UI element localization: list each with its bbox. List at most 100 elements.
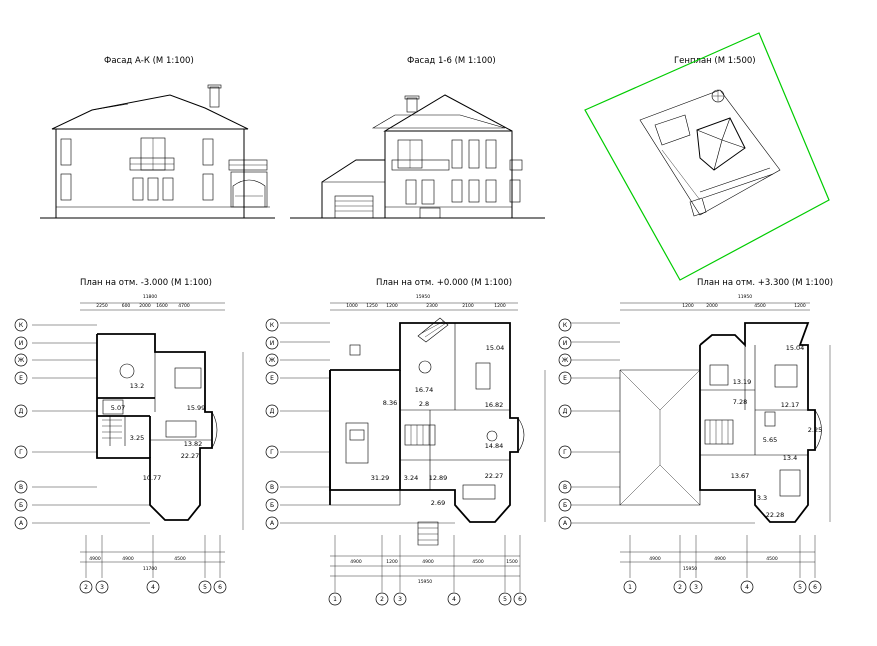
plan3-axis-left-bubble-label: И bbox=[563, 340, 568, 347]
plan3-room-area: 2.25 bbox=[808, 426, 822, 434]
plan2-axis-bottom-bubble: 1 bbox=[328, 592, 342, 606]
plan2-axis-left-bubble-label: И bbox=[270, 340, 275, 347]
plan3-axis-left-bubble-label: Г bbox=[563, 449, 567, 456]
plan2-room-area: 2.69 bbox=[431, 499, 445, 507]
plan1-dim-top: 600 bbox=[122, 303, 131, 309]
plan1-dim-top: 1600 bbox=[156, 303, 168, 309]
plan2-dim-top: 1200 bbox=[494, 303, 506, 309]
plan1-axis-left-bubble-label: Г bbox=[19, 449, 23, 456]
plan3-room-area: 13.19 bbox=[733, 378, 752, 386]
plan1-room-area: 15.99 bbox=[187, 404, 206, 412]
plan3-axis-left-bubble-label: К bbox=[563, 322, 568, 329]
plan2-axis-left-bubble: А bbox=[265, 516, 279, 530]
plan1-axis-bottom-bubble: 3 bbox=[95, 580, 109, 594]
plan1-axis-left-bubble-label: В bbox=[19, 484, 23, 491]
plan2-room-area: 22.27 bbox=[485, 472, 504, 480]
plan3-dim-top: 4500 bbox=[754, 303, 766, 309]
plan-minus3-axes bbox=[32, 324, 244, 578]
plan3-axis-left-bubble-label: Д bbox=[563, 408, 568, 415]
plan1-axis-left-bubble: А bbox=[14, 516, 28, 530]
plan2-dim-top: 15950 bbox=[416, 294, 430, 300]
plan3-axis-left-bubble: И bbox=[558, 336, 572, 350]
plan1-dim-bottom: 11700 bbox=[143, 566, 157, 572]
plan1-room-area: 22.27 bbox=[181, 452, 200, 460]
plan2-axis-bottom-bubble: 5 bbox=[498, 592, 512, 606]
plan2-axis-left-bubble-label: Д bbox=[270, 408, 275, 415]
plan2-room-area: 3.24 bbox=[404, 474, 418, 482]
facade-16-drawing bbox=[290, 94, 545, 219]
plan1-dim-bottom: 4900 bbox=[89, 556, 101, 562]
plan3-dim-top: 1200 bbox=[682, 303, 694, 309]
plan1-axis-left-bubble-label: Е bbox=[19, 375, 23, 382]
plan1-room-area: 13.82 bbox=[184, 440, 203, 448]
plan1-axis-left-bubble: К bbox=[14, 318, 28, 332]
plan3-room-area: 7.28 bbox=[733, 398, 747, 406]
plan1-room-area: 5.07 bbox=[111, 404, 125, 412]
plan3-dim-top: 2000 bbox=[706, 303, 718, 309]
plan1-axis-left-bubble: Б bbox=[14, 498, 28, 512]
plan2-dim-top: 1250 bbox=[366, 303, 378, 309]
plan3-axis-left-bubble: В bbox=[558, 480, 572, 494]
plan2-axis-bottom-bubble: 4 bbox=[447, 592, 461, 606]
plan1-dim-bottom: 4500 bbox=[174, 556, 186, 562]
plan3-axis-bottom-bubble-label: 5 bbox=[798, 584, 802, 591]
plan2-axis-left-bubble: Д bbox=[265, 404, 279, 418]
plan1-dim-bottom: 4900 bbox=[122, 556, 134, 562]
plan2-room-area: 16.82 bbox=[485, 401, 504, 409]
plan1-axis-bottom-bubble: 2 bbox=[79, 580, 93, 594]
plan1-axis-left-bubble: И bbox=[14, 336, 28, 350]
plan2-axis-left-bubble-label: Б bbox=[270, 502, 274, 509]
plan1-axis-left-bubble-label: Д bbox=[19, 408, 24, 415]
plan1-dim-top: 4700 bbox=[178, 303, 190, 309]
plan3-axis-bottom-bubble: 6 bbox=[808, 580, 822, 594]
plan-plus3-axes bbox=[570, 322, 831, 578]
genplan-site-boundary bbox=[584, 32, 830, 281]
plan1-axis-bottom-bubble: 6 bbox=[213, 580, 227, 594]
plan2-axis-left-bubble: Б bbox=[265, 498, 279, 512]
title-plan-zero: План на отм. +0.000 (М 1:100) bbox=[376, 278, 512, 288]
plan2-dim-bottom: 15950 bbox=[418, 579, 432, 585]
plan3-axis-left-bubble-label: В bbox=[563, 484, 567, 491]
plan3-axis-bottom-bubble-label: 2 bbox=[678, 584, 682, 591]
title-facade-16: Фасад 1-6 (М 1:100) bbox=[407, 56, 496, 66]
plan1-axis-left-bubble-label: А bbox=[19, 520, 24, 527]
plan3-axis-left-bubble-label: Ж bbox=[562, 357, 569, 364]
plan3-axis-bottom-bubble: 1 bbox=[623, 580, 637, 594]
plan3-axis-left-bubble: Д bbox=[558, 404, 572, 418]
plan-zero-axes bbox=[280, 322, 546, 592]
plan2-axis-bottom-bubble-label: 1 bbox=[333, 596, 337, 603]
plan1-axis-left-bubble: Е bbox=[14, 371, 28, 385]
plan2-axis-left-bubble: И bbox=[265, 336, 279, 350]
plan2-axis-bottom-bubble: 2 bbox=[375, 592, 389, 606]
plan3-axis-bottom-bubble-label: 3 bbox=[694, 584, 698, 591]
genplan-drawing bbox=[584, 32, 830, 281]
facade-ak-drawing bbox=[40, 84, 275, 219]
plan3-room-area: 13.4 bbox=[783, 454, 797, 462]
plan3-room-area: 12.17 bbox=[781, 401, 800, 409]
plan1-room-area: 13.2 bbox=[130, 382, 144, 390]
plan-zero-drawing bbox=[329, 302, 525, 546]
plan2-axis-bottom-bubble-label: 5 bbox=[503, 596, 507, 603]
plan3-axis-bottom-bubble: 3 bbox=[689, 580, 703, 594]
plan2-room-area: 2.8 bbox=[419, 400, 429, 408]
plan3-axis-left-bubble: Ж bbox=[558, 353, 572, 367]
plan2-axis-left-bubble-label: В bbox=[270, 484, 274, 491]
plan2-axis-bottom-bubble-label: 6 bbox=[518, 596, 522, 603]
plan1-axis-bottom-bubble-label: 5 bbox=[203, 584, 207, 591]
plan3-axis-bottom-bubble-label: 6 bbox=[813, 584, 817, 591]
plan2-axis-left-bubble-label: К bbox=[270, 322, 275, 329]
plan3-dim-bottom: 4900 bbox=[714, 556, 726, 562]
plan1-axis-left-bubble: Г bbox=[14, 445, 28, 459]
plan2-dim-top: 2100 bbox=[462, 303, 474, 309]
plan2-dim-top: 2300 bbox=[426, 303, 438, 309]
plan3-axis-bottom-bubble: 2 bbox=[673, 580, 687, 594]
plan1-axis-bottom-bubble-label: 4 bbox=[151, 584, 155, 591]
plan2-axis-left-bubble: Г bbox=[265, 445, 279, 459]
plan3-axis-left-bubble: Б bbox=[558, 498, 572, 512]
plan2-axis-bottom-bubble-label: 2 bbox=[380, 596, 384, 603]
plan1-room-area: 3.25 bbox=[130, 434, 144, 442]
title-genplan: Генплан (М 1:500) bbox=[674, 56, 756, 66]
